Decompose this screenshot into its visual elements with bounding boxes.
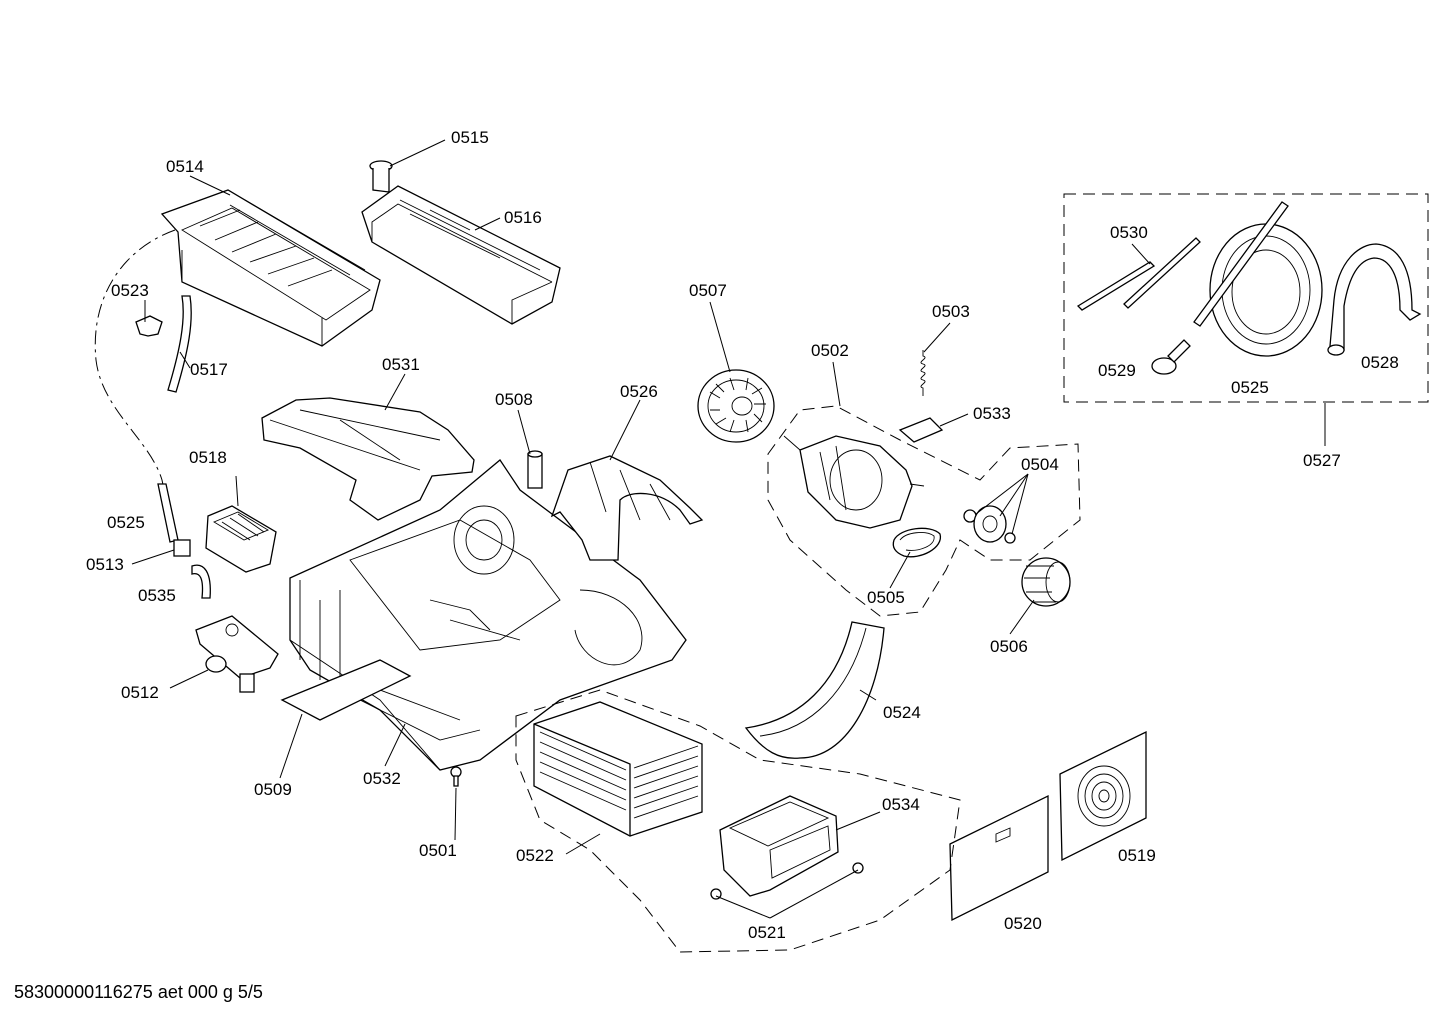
label-0502: 0502 <box>811 341 849 360</box>
label-0532: 0532 <box>363 769 401 788</box>
part-0519-grille-panel <box>1059 730 1147 862</box>
kit-0527-outline <box>1063 193 1429 403</box>
part-0502-motor <box>783 435 925 529</box>
part-0525-hose-segment <box>157 483 179 543</box>
part-0512-pump <box>195 615 279 693</box>
label-0507: 0507 <box>689 281 727 300</box>
part-0504-bearing-set <box>963 505 1016 544</box>
label-0515: 0515 <box>451 128 489 147</box>
label-0508: 0508 <box>495 390 533 409</box>
part-0535-elbow <box>191 564 211 599</box>
part-0530-cable-ties <box>1076 237 1201 311</box>
label-0506: 0506 <box>990 637 1028 656</box>
label-0533: 0533 <box>973 404 1011 423</box>
part-0529-connector <box>1151 339 1191 375</box>
part-0520-door-panel <box>949 794 1049 922</box>
label-0504: 0504 <box>1021 455 1059 474</box>
label-0525-left: 0525 <box>107 513 145 532</box>
condenser-group-outline <box>515 689 961 953</box>
part-0533-bracket <box>898 417 944 443</box>
part-0518-cover <box>205 505 277 573</box>
label-0521: 0521 <box>748 923 786 942</box>
part-0525-hose-coil <box>1193 201 1323 357</box>
part-0521-filter-housing <box>710 795 864 900</box>
part-0522-condenser <box>533 701 703 837</box>
part-0507-fan-wheel <box>697 369 775 443</box>
part-0514-condensate-container <box>160 189 381 347</box>
label-0516: 0516 <box>504 208 542 227</box>
part-0531-air-duct <box>261 397 475 521</box>
label-0505: 0505 <box>867 588 905 607</box>
label-0526: 0526 <box>620 382 658 401</box>
label-0517: 0517 <box>190 360 228 379</box>
leader-lines <box>131 139 1326 919</box>
part-0509-plate <box>280 659 412 721</box>
label-0520: 0520 <box>1004 914 1042 933</box>
part-0517-hose <box>167 295 192 393</box>
part-0501-screw <box>450 766 462 787</box>
label-0514: 0514 <box>166 157 204 176</box>
label-0513: 0513 <box>86 555 124 574</box>
label-0522: 0522 <box>516 846 554 865</box>
label-0503: 0503 <box>932 302 970 321</box>
part-0513-connector <box>173 539 191 557</box>
motor-group-outline <box>767 405 1081 617</box>
part-0524-seal <box>744 621 885 759</box>
label-0529: 0529 <box>1098 361 1136 380</box>
label-0535: 0535 <box>138 586 176 605</box>
label-0509: 0509 <box>254 780 292 799</box>
part-0516-water-tank <box>361 185 561 325</box>
label-0523: 0523 <box>111 281 149 300</box>
part-0505-belt <box>892 527 941 558</box>
label-0524: 0524 <box>883 703 921 722</box>
label-0519: 0519 <box>1118 846 1156 865</box>
label-0501: 0501 <box>419 841 457 860</box>
part-0503-spring <box>920 350 926 396</box>
part-0523-clip <box>135 315 163 337</box>
part-0506-wheel <box>1021 557 1071 607</box>
part-0508-cylinder <box>527 450 543 489</box>
label-0528: 0528 <box>1361 353 1399 372</box>
label-0527: 0527 <box>1303 451 1341 470</box>
base-frame <box>289 459 687 771</box>
label-0531: 0531 <box>382 355 420 374</box>
label-0534: 0534 <box>882 795 920 814</box>
label-0512: 0512 <box>121 683 159 702</box>
part-0526-drum-shell <box>550 455 704 561</box>
part-0515-cap <box>369 160 393 193</box>
part-0528-clamp <box>1327 243 1422 356</box>
label-0518: 0518 <box>189 448 227 467</box>
document-code: 58300000116275 aet 000 g 5/5 <box>14 982 263 1002</box>
label-0530: 0530 <box>1110 223 1148 242</box>
label-0525-right: 0525 <box>1231 378 1269 397</box>
